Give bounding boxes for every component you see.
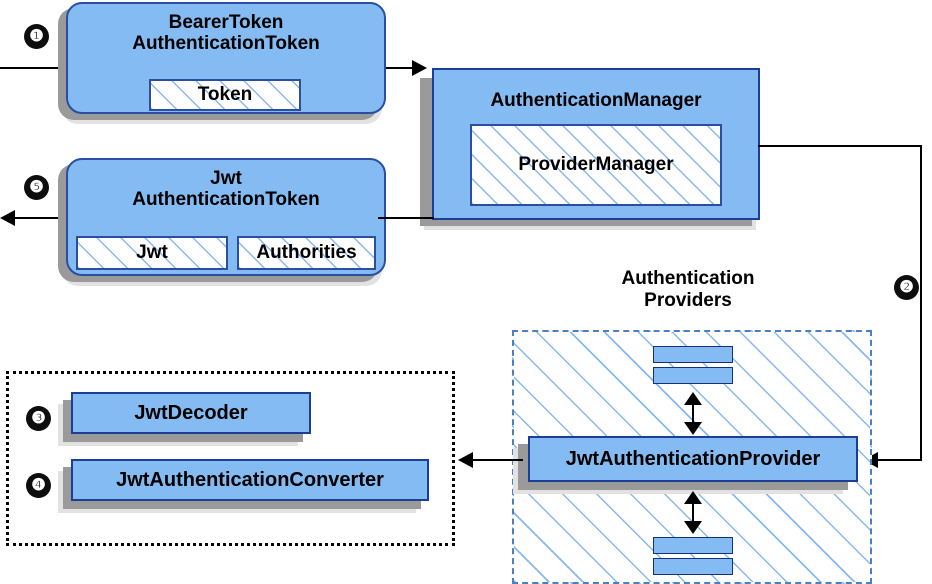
authentication-manager-title: AuthenticationManager <box>490 90 702 111</box>
jwt-token-title: Jwt AuthenticationToken <box>132 168 320 211</box>
token-inner-label: Token <box>197 84 253 105</box>
manager-out-line-horizontal <box>758 145 922 147</box>
provider-in-line-horizontal <box>876 459 922 461</box>
provider-to-components-line <box>473 459 523 461</box>
manager-out-line-vertical <box>920 145 922 461</box>
step-badge-4: ❹ <box>26 473 51 498</box>
provider-stub-bottom-2 <box>653 558 733 575</box>
incoming-request-line <box>0 67 68 69</box>
provider-stub-bottom-1 <box>653 537 733 554</box>
outgoing-token-line <box>14 217 72 219</box>
jwt-inner-label: Jwt <box>136 242 168 263</box>
token-inner-box[interactable]: Token <box>149 79 301 111</box>
provider-stub-top-2 <box>653 367 733 384</box>
bearer-token-title: BearerToken AuthenticationToken <box>132 12 320 55</box>
provider-link-top-line <box>692 396 694 426</box>
jwt-authentication-provider-label: JwtAuthenticationProvider <box>565 447 821 470</box>
authorities-inner-label: Authorities <box>256 242 357 263</box>
provider-stub-top-1 <box>653 346 733 363</box>
step-badge-5: ❺ <box>24 175 49 200</box>
provider-link-bottom-line <box>692 495 694 525</box>
step-badge-3: ❸ <box>26 406 51 431</box>
jwt-decoder-box[interactable]: JwtDecoder <box>71 392 311 434</box>
jwt-authentication-provider-box[interactable]: JwtAuthenticationProvider <box>528 436 858 482</box>
provider-link-top-arrow-down <box>684 422 702 435</box>
jwt-components-container <box>6 371 455 546</box>
manager-to-jwt-token-line <box>378 217 434 219</box>
provider-to-components-arrowhead <box>458 452 473 468</box>
step-badge-2: ❷ <box>894 275 919 300</box>
outgoing-token-arrowhead <box>0 210 15 226</box>
provider-manager-label: ProviderManager <box>518 154 674 175</box>
provider-link-bottom-arrow-down <box>684 521 702 534</box>
jwt-authentication-converter-label: JwtAuthenticationConverter <box>116 468 384 491</box>
authentication-providers-label: Authentication Providers <box>621 268 755 311</box>
provider-manager-box[interactable]: ProviderManager <box>470 124 722 206</box>
jwt-decoder-label: JwtDecoder <box>134 401 248 424</box>
bearer-to-manager-arrowhead <box>412 60 427 76</box>
step-badge-1: ❶ <box>24 24 49 49</box>
jwt-authentication-converter-box[interactable]: JwtAuthenticationConverter <box>71 459 429 501</box>
jwt-inner-box[interactable]: Jwt <box>76 236 228 270</box>
bearer-token-authentication-token-box[interactable]: BearerToken AuthenticationToken <box>66 2 386 114</box>
bearer-to-manager-line <box>386 67 418 69</box>
authorities-inner-box[interactable]: Authorities <box>237 236 376 270</box>
